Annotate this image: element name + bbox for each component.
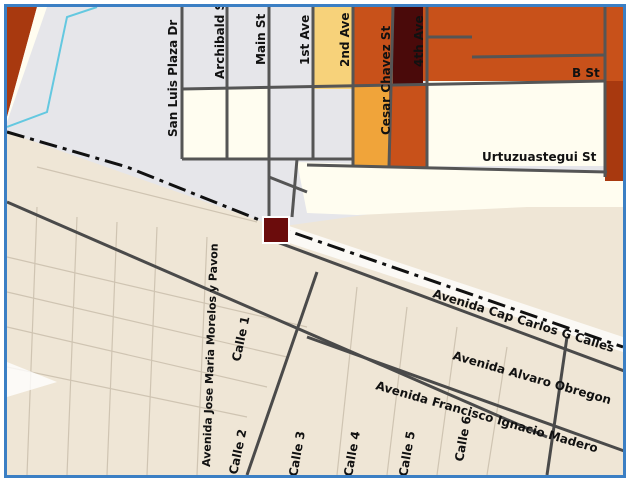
us-street-grid <box>180 7 608 218</box>
lower-left-white-area <box>7 362 57 397</box>
label-b-st: B St <box>572 66 600 80</box>
us-cream-block-main <box>227 89 269 159</box>
mexico-major-streets <box>7 200 623 475</box>
tract-dark-orange-east <box>423 7 623 81</box>
tract-brown-4th-s <box>389 85 427 167</box>
label-4th-ave: 4th Ave <box>412 15 426 67</box>
tract-orange-cesar <box>353 85 389 167</box>
tract-light-orange <box>313 7 353 89</box>
us-cream-area <box>297 162 623 215</box>
us-cream-block-urtu <box>427 81 623 166</box>
map-frame[interactable]: San Luis Plaza Dr Archibald St Main St 1… <box>4 4 626 478</box>
us-gray-block-2nd-south <box>313 89 353 159</box>
mexico-minor-streets <box>7 166 508 475</box>
label-2nd-ave: 2nd Ave <box>338 13 352 67</box>
label-urtuzuastegui: Urtuzuastegui St <box>482 150 597 164</box>
label-1st-ave: 1st Ave <box>298 15 312 65</box>
international-border-line <box>7 130 623 349</box>
tract-cream-west-sliver <box>7 7 47 122</box>
map-canvas[interactable]: San Luis Plaza Dr Archibald St Main St 1… <box>7 7 623 475</box>
river-line <box>7 7 98 128</box>
us-cream-block-archibald <box>182 89 227 159</box>
label-san-luis-plaza: San Luis Plaza Dr <box>166 20 180 137</box>
port-of-entry-marker[interactable] <box>262 216 290 244</box>
label-archibald: Archibald St <box>213 7 227 79</box>
tract-brown-far-east <box>605 81 623 181</box>
tract-darkest-4th <box>393 7 423 85</box>
us-gray-block-1st <box>269 89 313 159</box>
label-cesar-chavez: Cesar Chavez St <box>379 26 393 135</box>
label-main: Main St <box>254 13 268 65</box>
tract-dark-orange-cesar-n <box>353 7 393 85</box>
